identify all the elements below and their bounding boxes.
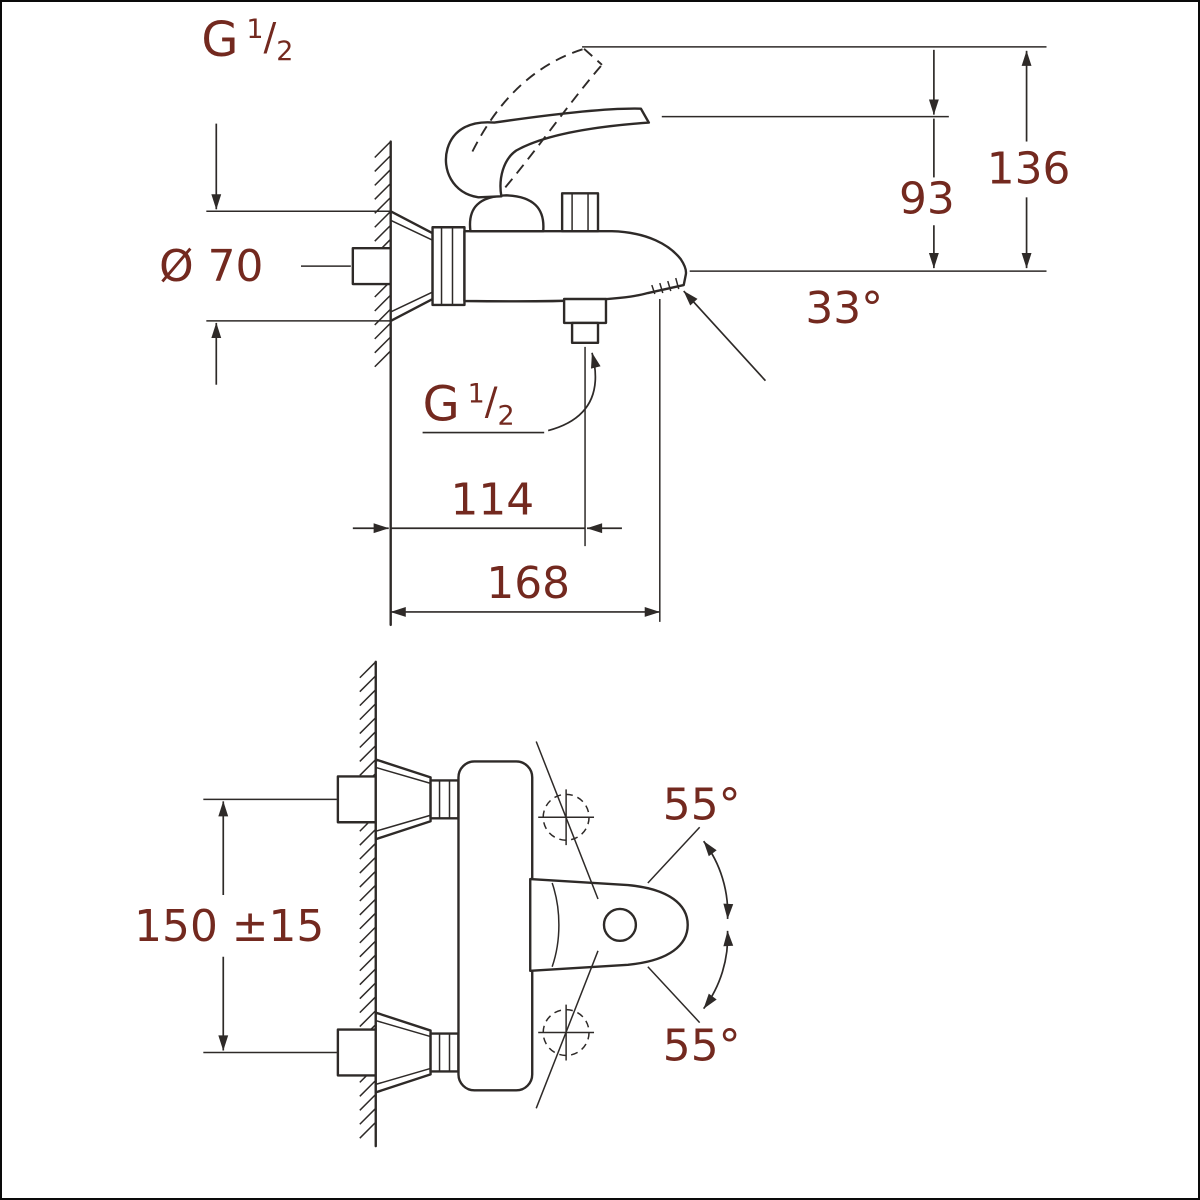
concealed-connection-box [351, 246, 392, 286]
escutcheon-inner-lines [375, 766, 431, 832]
dia-extension-lines [206, 210, 391, 322]
spacing-extension-lines [203, 798, 337, 1054]
shower-outlet-nut [562, 297, 608, 325]
cartridge-dome [468, 194, 545, 233]
union-nut-facets [438, 780, 451, 819]
union-nut [431, 226, 466, 307]
dim-label-33: 33° [805, 283, 883, 334]
dim-label-diameter-70: Ø 70 [159, 241, 263, 292]
diverter-knob-lines [571, 193, 589, 232]
dim-label-55-upper: 55° [663, 779, 741, 830]
dim-label-150: 150 ±15 [134, 901, 324, 952]
union-nut-facets [440, 227, 454, 305]
front-view: 150 ±15 55° 55° [134, 660, 741, 1148]
escutcheon-inner-lines [375, 1019, 431, 1086]
dim-label-136: 136 [987, 143, 1071, 194]
diverter-knob [560, 192, 600, 233]
lower-inlet-assembly [336, 1011, 460, 1094]
lever-raised-dashed-outline [471, 47, 603, 188]
dim-label-93: 93 [899, 173, 955, 224]
dim-height-spout: 93 [899, 49, 955, 269]
union-nut-facets [438, 1033, 451, 1072]
upper-inlet-assembly [336, 758, 460, 841]
escutcheon-cone [389, 210, 434, 323]
swivel-upper-ray [647, 826, 701, 884]
wall-section-side [301, 140, 392, 627]
dim-swivel-lower: 55° [535, 930, 741, 1109]
cartridge-cap-circle [602, 907, 638, 943]
dim-wall-to-spout: 168 [390, 299, 661, 622]
faucet-side-profile [389, 47, 688, 345]
body-inner-curve [551, 882, 560, 968]
aerator-hatching [651, 277, 680, 295]
dim-label-55-lower: 55° [663, 1020, 741, 1071]
dim-inlet-spacing: 150 ±15 [134, 798, 337, 1054]
angle-33-leader [683, 290, 767, 382]
concealed-connection-box [336, 775, 377, 824]
lever-handle [444, 107, 651, 199]
dim-label-114: 114 [451, 474, 535, 525]
dim-label-168: 168 [486, 558, 570, 609]
escutcheon-cone [374, 1011, 432, 1094]
swivel-lower-arc [702, 930, 734, 1010]
dim-swivel-upper: 55° [535, 741, 741, 920]
shower-outlet-stub [570, 321, 600, 345]
mixer-body-and-spout [463, 230, 688, 303]
union-nut [429, 779, 460, 820]
escutcheon-inner-lines [390, 219, 433, 313]
faucet-front-profile [457, 760, 689, 1092]
dim-spout-angle: 33° [683, 283, 883, 382]
concealed-connection-box [336, 1028, 377, 1077]
swivel-upper-arc [702, 840, 734, 920]
dim-wall-to-outlet: 114 [352, 346, 622, 547]
outlet-thread-leader [547, 352, 601, 432]
swivel-upper-axis-line [535, 741, 599, 900]
escutcheon-cone [374, 758, 432, 841]
dim-flange-diameter: Ø 70 [159, 123, 391, 385]
swivel-lower-axis-line [535, 950, 599, 1109]
mixer-body-vertical [457, 760, 534, 1092]
dim-height-overall: 136 [987, 50, 1071, 269]
union-nut [429, 1032, 460, 1073]
swivel-lower-ray [647, 966, 701, 1024]
